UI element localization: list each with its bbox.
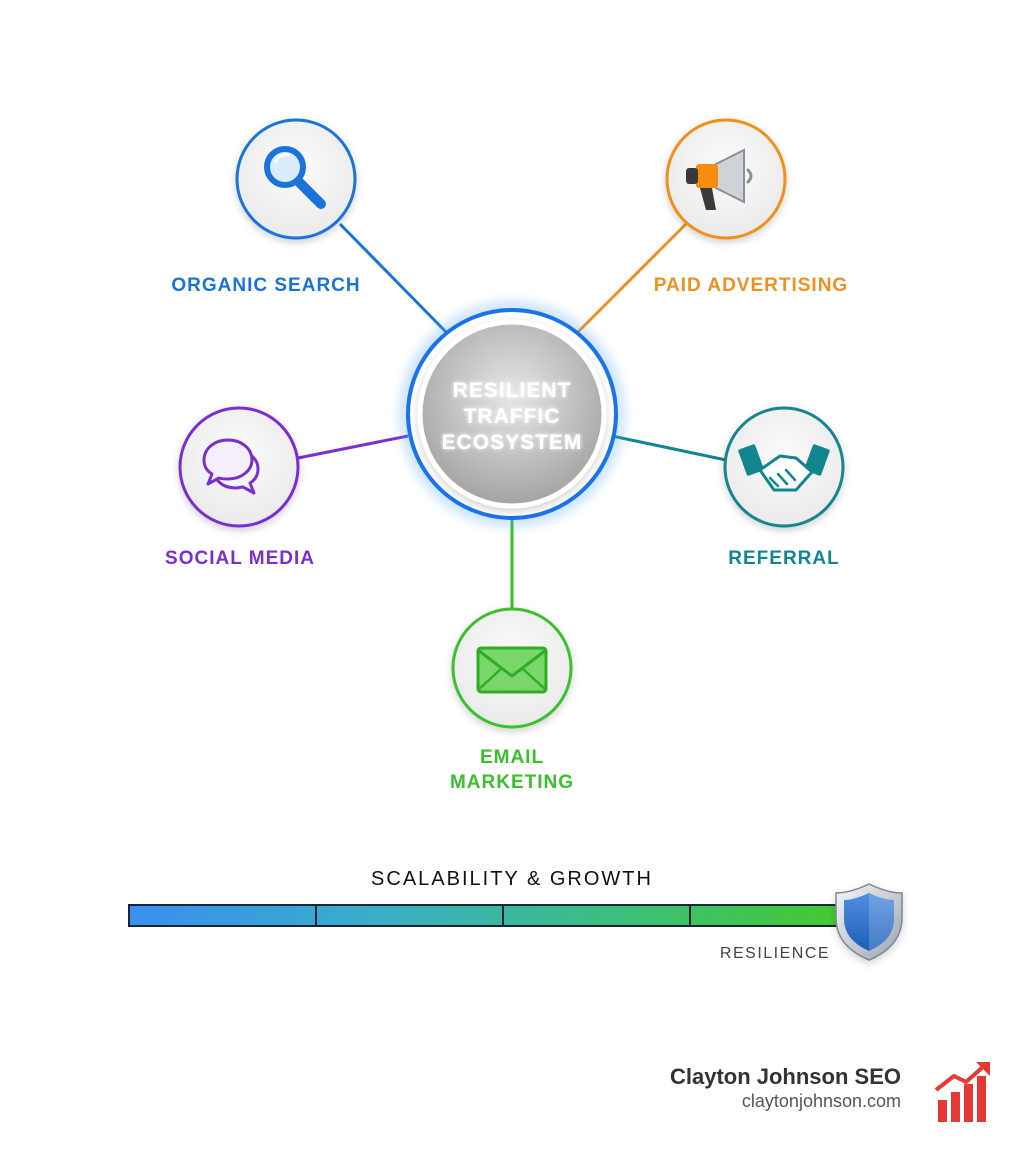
resilience-label: RESILIENCE xyxy=(719,945,831,962)
megaphone-icon xyxy=(686,148,753,210)
connector-social-media xyxy=(297,434,409,460)
organic-search-label: ORGANIC SEARCH xyxy=(171,275,361,296)
connector-organic-search xyxy=(338,222,450,336)
email-marketing-label-line2: MARKETING xyxy=(449,772,575,793)
magnifier-icon xyxy=(264,146,326,209)
center-title-line2: TRAFFIC xyxy=(464,405,561,428)
connector-paid-advertising xyxy=(574,222,688,336)
center-title-line3: ECOSYSTEM xyxy=(442,431,583,454)
email-marketing-label-line1: EMAIL xyxy=(479,747,545,768)
node-social-media xyxy=(178,406,300,528)
growth-bars-icon xyxy=(934,1062,990,1122)
handshake-icon xyxy=(738,444,830,492)
brand-name: Clayton Johnson SEO xyxy=(669,1064,901,1089)
center-title-line1: RESILIENT xyxy=(453,379,572,402)
chat-bubbles-icon xyxy=(202,438,260,495)
node-organic-search xyxy=(235,118,357,240)
center-hub: RESILIENT TRAFFIC ECOSYSTEM xyxy=(401,303,623,525)
referral-label: REFERRAL xyxy=(728,548,840,569)
social-media-label: SOCIAL MEDIA xyxy=(165,548,315,569)
scale-bar xyxy=(128,904,842,927)
envelope-icon xyxy=(476,646,548,694)
node-referral xyxy=(723,406,845,528)
brand-url[interactable]: claytonjohnson.com xyxy=(741,1091,901,1111)
connector-referral xyxy=(611,434,727,462)
scale-title: SCALABILITY & GROWTH xyxy=(371,868,653,890)
paid-advertising-label: PAID ADVERTISING xyxy=(653,275,849,296)
node-email-marketing xyxy=(451,607,573,729)
node-paid-advertising xyxy=(665,118,787,240)
shield-icon xyxy=(835,883,903,961)
